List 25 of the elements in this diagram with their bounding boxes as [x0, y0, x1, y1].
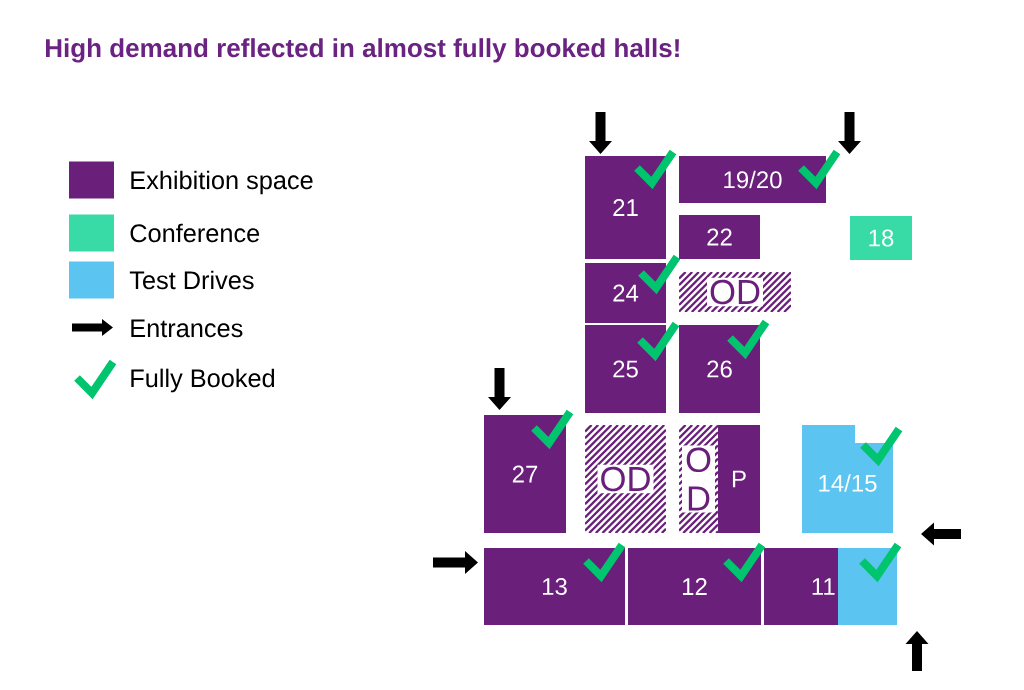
hall-block: 18	[850, 216, 912, 260]
hall-block: 26	[679, 325, 760, 413]
legend-label: Fully Booked	[131, 368, 275, 393]
hall-block: 12	[628, 548, 761, 625]
hatched-area: OD	[679, 425, 718, 533]
hall-block: 24	[585, 263, 666, 323]
hall-block: 19/20	[679, 156, 826, 203]
legend-label: Test Drives	[129, 270, 254, 290]
hatched-area: OD	[679, 272, 791, 312]
legend-label: Conference	[130, 223, 260, 243]
hatched-area: OD	[585, 425, 666, 533]
hall-block: 11	[764, 548, 838, 625]
hall-block: 14/15	[802, 425, 893, 533]
node-label: 25	[613, 360, 638, 378]
hall-block: 22	[679, 215, 760, 259]
hall-block: P	[718, 425, 760, 533]
hall-block: 25	[585, 325, 666, 413]
hall-block	[838, 548, 897, 625]
hall-block: 27	[484, 415, 566, 533]
title: High demand reflected in almost fully booked halls!	[46, 38, 679, 63]
hall-block: 13	[484, 548, 625, 625]
hall-block: 21	[585, 156, 666, 259]
legend-label: Entrances	[131, 319, 243, 338]
legend-label: Exhibition space	[131, 170, 313, 195]
node-label: 24	[613, 284, 639, 302]
